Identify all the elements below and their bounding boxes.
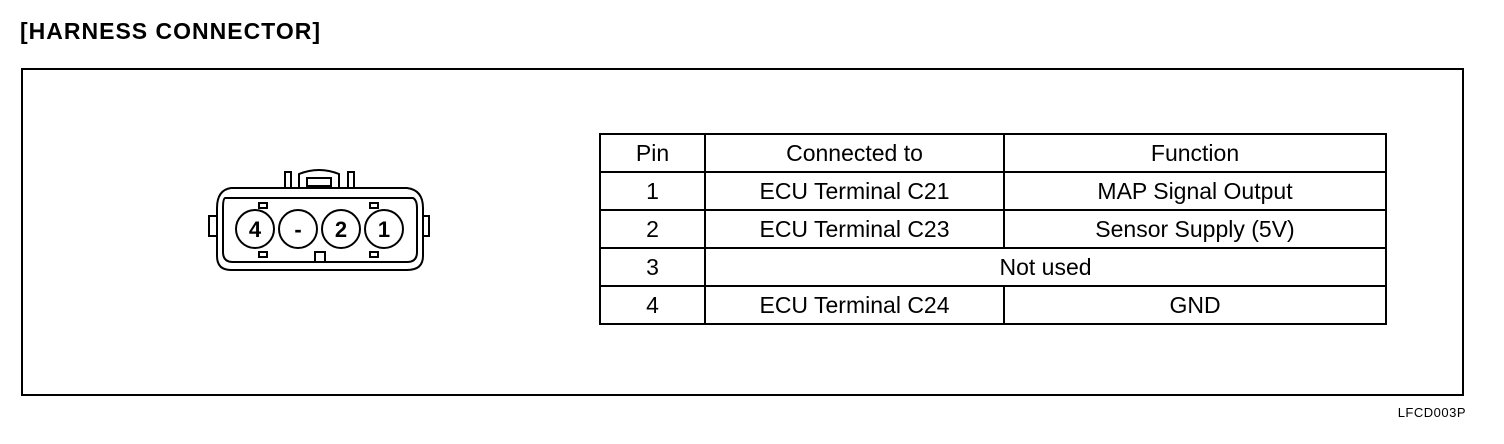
pin-cell: 3 xyxy=(599,247,706,287)
connector-pin-circle xyxy=(235,209,275,249)
diagram-title: [HARNESS CONNECTOR] xyxy=(20,18,321,44)
header-pin: Pin xyxy=(599,133,706,173)
table-row: 3 Not used xyxy=(599,247,1387,287)
harness-connector-diagram: 4 - 2 1 xyxy=(208,169,430,271)
diagram-frame xyxy=(21,68,1464,396)
figure-code: LFCD003P xyxy=(1397,405,1466,420)
header-connected-to: Connected to xyxy=(704,133,1005,173)
function-cell: GND xyxy=(1003,285,1387,325)
connector-latch xyxy=(284,169,355,189)
connector-pin-label: 4 xyxy=(249,217,262,242)
connected-to-cell: ECU Terminal C23 xyxy=(704,209,1005,249)
pin-cell: 2 xyxy=(599,209,706,249)
function-cell: MAP Signal Output xyxy=(1003,171,1387,211)
connector-pin-circle xyxy=(364,209,404,249)
pin-cell: 4 xyxy=(599,285,706,325)
not-used-cell: Not used xyxy=(704,247,1387,287)
connector-pin-label: 2 xyxy=(335,217,347,242)
table-row: 4 ECU Terminal C24 GND xyxy=(599,285,1387,325)
connector-pin-circle xyxy=(278,209,318,249)
pin-table: Pin Connected to Function 1 ECU Terminal… xyxy=(599,133,1387,325)
connector-pin-circle xyxy=(321,209,361,249)
connected-to-cell: ECU Terminal C21 xyxy=(704,171,1005,211)
table-row: 2 ECU Terminal C23 Sensor Supply (5V) xyxy=(599,209,1387,249)
connected-to-cell: ECU Terminal C24 xyxy=(704,285,1005,325)
connector-pin-label: - xyxy=(294,217,301,242)
function-cell: Sensor Supply (5V) xyxy=(1003,209,1387,249)
pin-cell: 1 xyxy=(599,171,706,211)
header-function: Function xyxy=(1003,133,1387,173)
table-row: 1 ECU Terminal C21 MAP Signal Output xyxy=(599,171,1387,211)
table-header-row: Pin Connected to Function xyxy=(599,133,1387,173)
connector-pin-label: 1 xyxy=(378,217,390,242)
